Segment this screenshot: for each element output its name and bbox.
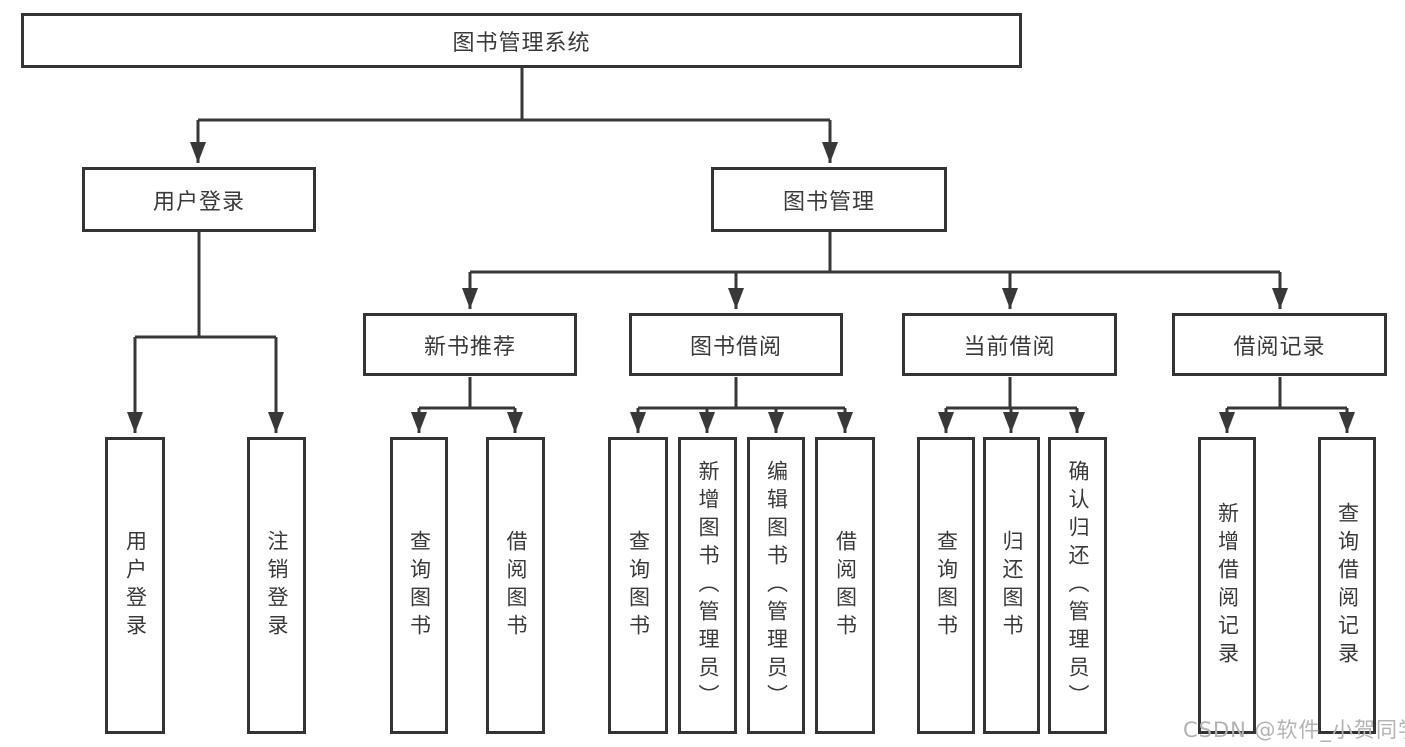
leaf-borrowing-query-books: 查询图书 [608,437,668,734]
node-new-book-recommend: 新书推荐 [363,313,577,376]
node-root-system: 图书管理系统 [21,13,1022,68]
leaf-borrowing-add-books-admin: 新增图书（管理员） [678,437,737,734]
leaf-recommend-borrow-books: 借阅图书 [486,437,545,734]
leaf-logout: 注销登录 [247,437,306,734]
node-book-management: 图书管理 [711,167,947,232]
leaf-user-login: 用户登录 [105,437,165,734]
csdn-watermark: CSDN @软件_小贺同学 [1183,718,1405,742]
leaf-records-add-record: 新增借阅记录 [1198,437,1256,734]
leaf-borrowing-edit-books-admin: 编辑图书（管理员） [747,437,805,734]
leaf-current-return-books: 归还图书 [983,437,1040,734]
leaf-records-query-record: 查询借阅记录 [1318,437,1376,734]
node-user-login: 用户登录 [82,167,316,232]
leaf-borrowing-borrow-books: 借阅图书 [815,437,875,734]
leaf-current-query-books: 查询图书 [917,437,975,734]
node-current-borrowing: 当前借阅 [902,313,1117,376]
leaf-current-confirm-return-admin: 确认归还（管理员） [1048,437,1107,734]
node-borrowing-records: 借阅记录 [1172,313,1387,376]
leaf-recommend-query-books: 查询图书 [390,437,448,734]
node-book-borrowing: 图书借阅 [629,313,843,376]
